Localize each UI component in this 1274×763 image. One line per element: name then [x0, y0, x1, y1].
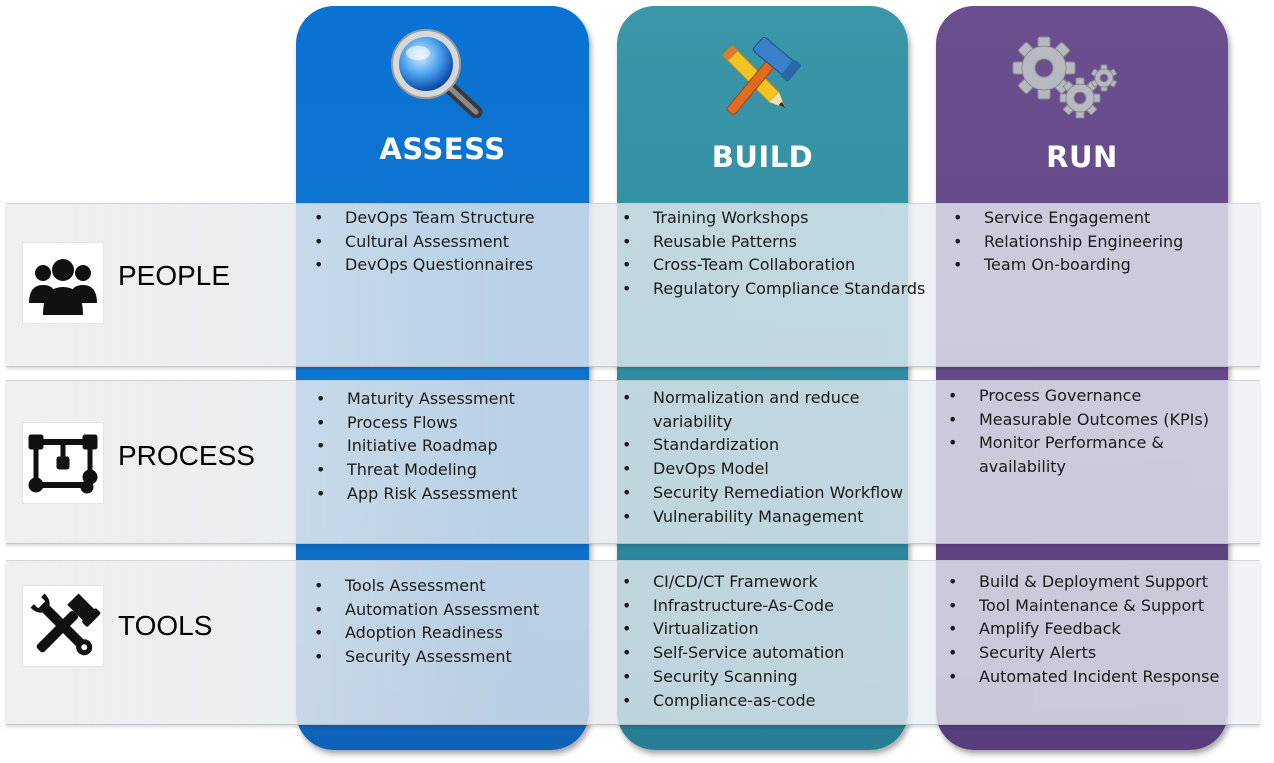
column-title-assess: ASSESS	[379, 132, 506, 166]
cell-tools-assess: Tools AssessmentAutomation AssessmentAdo…	[314, 574, 539, 669]
list-item: DevOps Team Structure	[314, 206, 535, 230]
list-item: Standardization	[622, 433, 912, 457]
list-item: Process Flows	[316, 411, 518, 435]
cell-process-build: Normalization and reduce variabilityStan…	[622, 386, 912, 528]
row-label-process: PROCESS	[118, 440, 255, 471]
list-item: Automated Incident Response	[948, 665, 1219, 689]
gears-icon	[1012, 36, 1117, 119]
cell-people-build: Training WorkshopsReusable PatternsCross…	[622, 206, 925, 301]
cell-process-run: Process GovernanceMeasurable Outcomes (K…	[948, 384, 1218, 479]
list-item: Tools Assessment	[314, 574, 539, 598]
list-item: Infrastructure-As-Code	[622, 594, 844, 618]
cell-people-run: Service EngagementRelationship Engineeri…	[953, 206, 1183, 277]
list-item: Adoption Readiness	[314, 621, 539, 645]
list-item: Normalization and reduce variability	[622, 386, 912, 433]
row-label-people: PEOPLE	[118, 260, 231, 291]
list-item: Process Governance	[948, 384, 1218, 408]
hammer-pencil-icon	[721, 36, 802, 116]
list-item: Security Assessment	[314, 645, 539, 669]
list-item: Maturity Assessment	[316, 387, 518, 411]
list-item: Relationship Engineering	[953, 230, 1183, 254]
list-item: Security Alerts	[948, 641, 1219, 665]
list-item: Initiative Roadmap	[316, 434, 518, 458]
list-item: Cross-Team Collaboration	[622, 253, 925, 277]
column-title-run: RUN	[1046, 140, 1118, 174]
wrench-hammer-icon	[22, 585, 104, 667]
people-icon	[22, 242, 104, 324]
list-item: DevOps Questionnaires	[314, 253, 535, 277]
process-flow-icon	[22, 422, 104, 504]
list-item: Reusable Patterns	[622, 230, 925, 254]
list-item: Automation Assessment	[314, 598, 539, 622]
list-item: Team On-boarding	[953, 253, 1183, 277]
cell-tools-build: CI/CD/CT FrameworkInfrastructure-As-Code…	[622, 570, 844, 712]
list-item: Vulnerability Management	[622, 505, 912, 529]
list-item: Regulatory Compliance Standards	[622, 277, 925, 301]
list-item: Self-Service automation	[622, 641, 844, 665]
list-item: DevOps Model	[622, 457, 912, 481]
list-item: Amplify Feedback	[948, 617, 1219, 641]
list-item: Training Workshops	[622, 206, 925, 230]
cell-process-assess: Maturity AssessmentProcess FlowsInitiati…	[316, 387, 518, 506]
list-item: Monitor Performance & availability	[948, 431, 1218, 478]
list-item: Threat Modeling	[316, 458, 518, 482]
cell-people-assess: DevOps Team StructureCultural Assessment…	[314, 206, 535, 277]
list-item: Security Scanning	[622, 665, 844, 689]
list-item: Virtualization	[622, 617, 844, 641]
column-title-build: BUILD	[711, 140, 814, 174]
list-item: Cultural Assessment	[314, 230, 535, 254]
list-item: Measurable Outcomes (KPIs)	[948, 408, 1218, 432]
list-item: Build & Deployment Support	[948, 570, 1219, 594]
list-item: Security Remediation Workflow	[622, 481, 912, 505]
cell-tools-run: Build & Deployment SupportTool Maintenan…	[948, 570, 1219, 689]
list-item: Compliance-as-code	[622, 689, 844, 713]
row-label-tools: TOOLS	[118, 610, 213, 641]
magnifier-icon	[391, 29, 483, 118]
list-item: CI/CD/CT Framework	[622, 570, 844, 594]
list-item: Service Engagement	[953, 206, 1183, 230]
list-item: App Risk Assessment	[316, 482, 518, 506]
list-item: Tool Maintenance & Support	[948, 594, 1219, 618]
